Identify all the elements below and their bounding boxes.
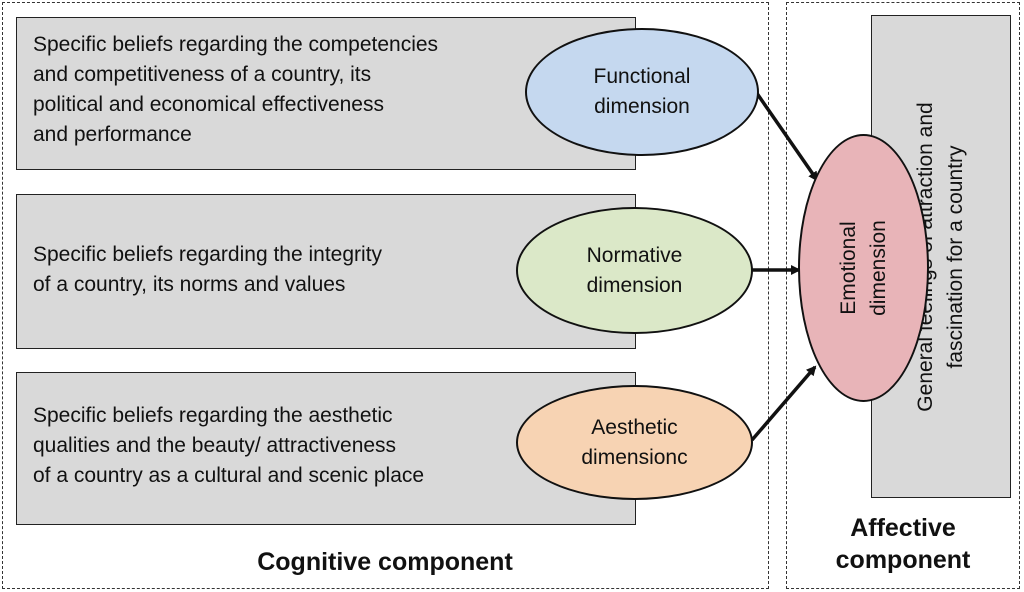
aesthetic-belief-text: Specific beliefs regarding the aesthetic…	[33, 404, 425, 487]
functional-belief-text: Specific beliefs regarding the competenc…	[33, 33, 439, 146]
normative-belief-text: Specific beliefs regarding the integrity…	[33, 243, 383, 296]
cognitive-component-label: Cognitive component	[257, 548, 513, 576]
affective-component-frame	[786, 2, 1020, 589]
cognitive-component-frame	[2, 2, 769, 589]
functional-to-emotional-arrow	[754, 91, 819, 182]
normative-dimension-ellipse: Normative dimension	[516, 207, 753, 334]
emotional-dimension-ellipse	[798, 134, 929, 402]
aesthetic-to-emotional-arrow	[750, 365, 817, 442]
affective-component-label: Affective component	[835, 514, 971, 574]
emotional-dimension-text: Emotional dimension	[837, 220, 890, 316]
functional-dimension-ellipse: Functional dimension	[525, 28, 759, 156]
aesthetic-dimension-ellipse: Aesthetic dimensionc	[516, 385, 753, 500]
